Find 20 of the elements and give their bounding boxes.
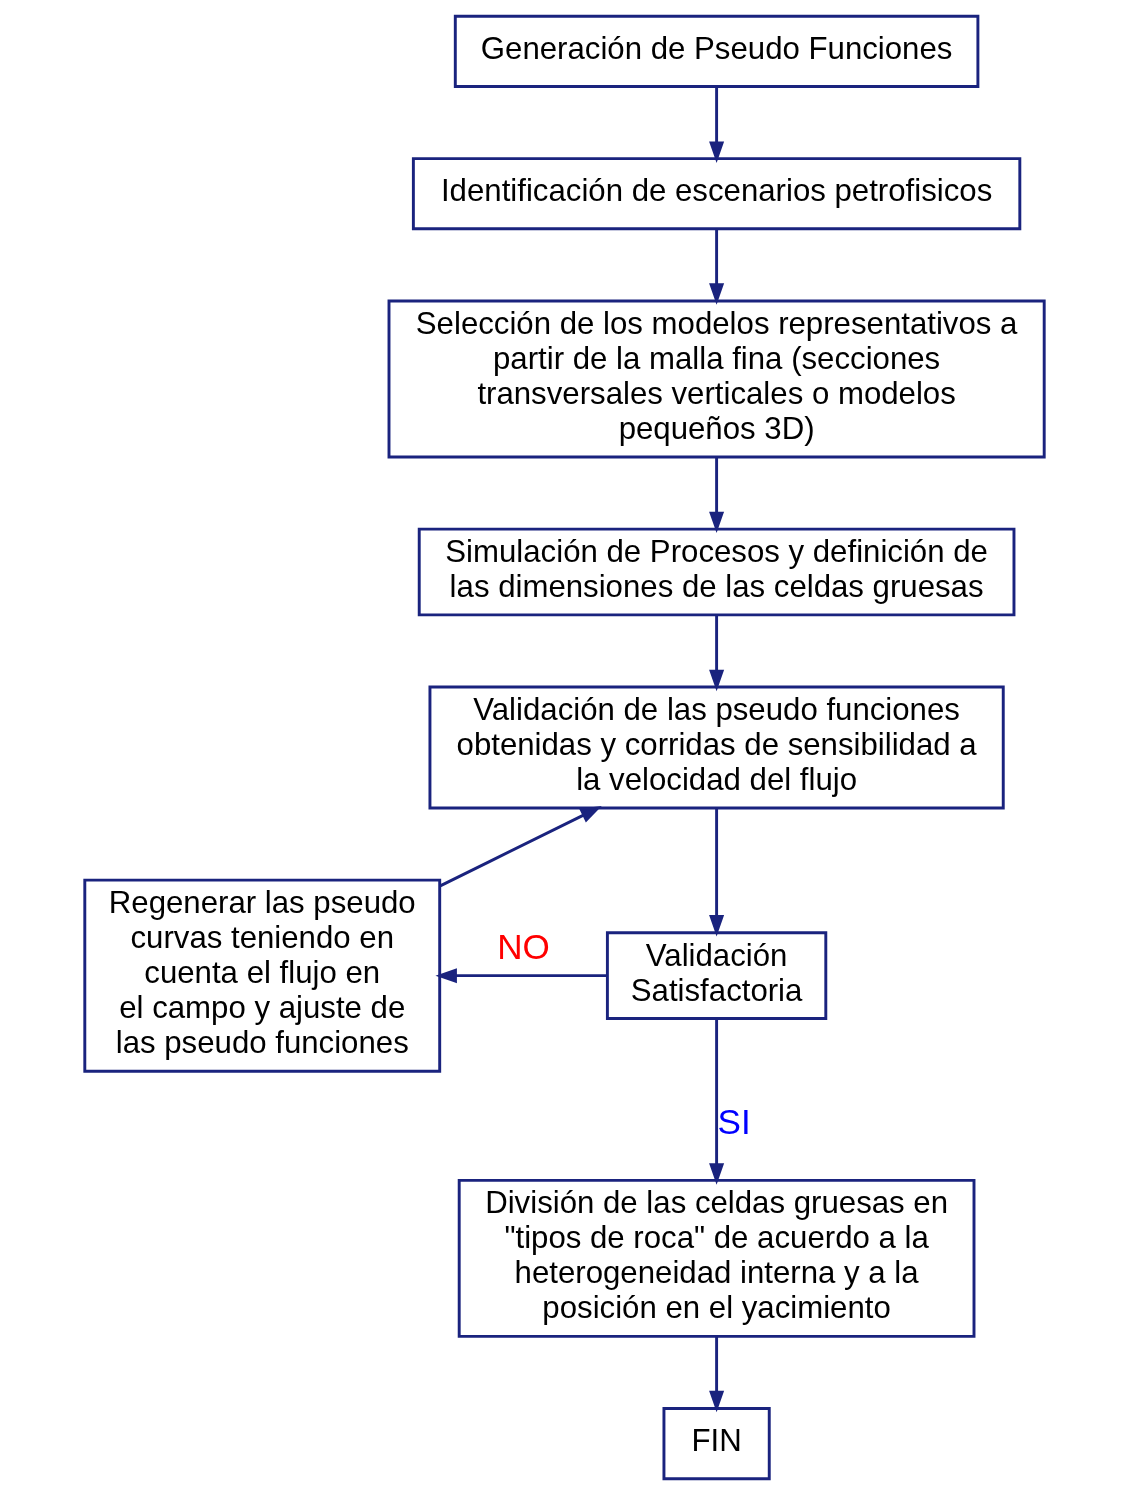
node-box: Regenerar las pseudo curvas teniendo en cuenta el flujo en el campo y ajuste de las pseudo funciones <box>83 878 442 1073</box>
node-box: FIN <box>662 1407 771 1481</box>
edge-label: SI <box>717 1102 751 1142</box>
node-box: División de las celdas gruesas en "tipos de roca" de acuerdo a la heterogeneidad interna y a la posición en el yacimiento <box>457 1178 976 1338</box>
arrow <box>709 457 725 534</box>
arrow <box>709 86 725 163</box>
arrow <box>435 968 608 984</box>
arrow <box>439 806 602 888</box>
arrow <box>709 1018 725 1185</box>
edge-label: NO <box>497 926 550 966</box>
arrow <box>709 808 725 937</box>
node-box: Validación Satisfactoria <box>605 931 828 1020</box>
arrow <box>709 1336 725 1413</box>
arrow <box>709 228 725 305</box>
node-box: Identificación de escenarios petrofisicos <box>411 157 1022 231</box>
node-box: Selección de los modelos representativos a partir de la malla fina (secciones transversales verticales o modelos pequeños 3D) <box>387 299 1046 459</box>
node-box: Generación de Pseudo Funciones <box>453 14 980 88</box>
node-box: Validación de las pseudo funciones obtenidas y corridas de sensibilidad a la velocidad del flujo <box>428 685 1005 810</box>
arrow <box>709 615 725 692</box>
node-box: Simulación de Procesos y definición de las dimensiones de las celdas gruesas <box>417 527 1016 617</box>
